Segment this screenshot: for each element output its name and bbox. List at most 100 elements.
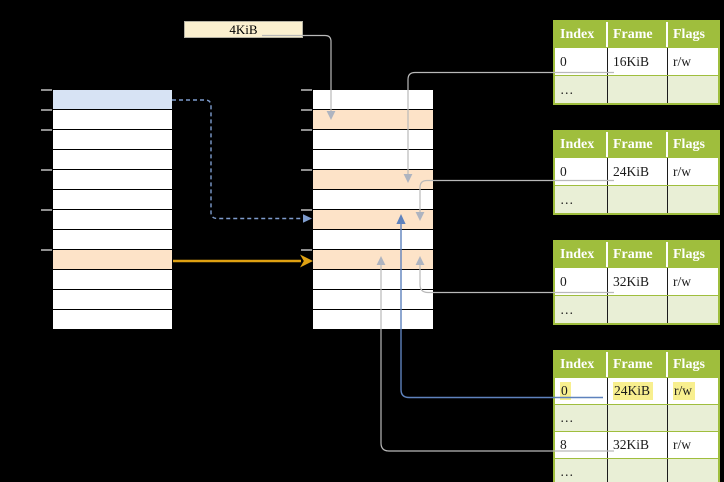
cell-text: 16KiB bbox=[613, 53, 650, 69]
address-tick bbox=[41, 249, 52, 251]
flags-cell: r/w bbox=[668, 432, 718, 458]
cell-text: r/w bbox=[673, 382, 695, 400]
column-header-index: Index bbox=[555, 22, 608, 47]
cell-text: … bbox=[560, 464, 574, 479]
flags-cell: r/w bbox=[668, 48, 718, 75]
cell-text: r/w bbox=[673, 437, 691, 452]
frame-cell bbox=[608, 459, 668, 482]
arrow-l1-row0-to-l2-dashed bbox=[172, 99, 312, 223]
index-cell: … bbox=[555, 405, 608, 431]
address-tick bbox=[301, 169, 312, 171]
column-header-index: Index bbox=[555, 242, 608, 267]
index-cell: 8 bbox=[555, 432, 608, 458]
cell-text: … bbox=[560, 191, 574, 207]
address-tick bbox=[41, 169, 52, 171]
arrow-table4-row8-to-l2 bbox=[376, 256, 614, 452]
cell-text: 0 bbox=[560, 53, 567, 69]
cell-text: 0 bbox=[560, 273, 567, 289]
page-table-level-2-row-9 bbox=[313, 270, 433, 290]
cell-text: 24KiB bbox=[613, 382, 654, 400]
frame-table-4-row-3: … bbox=[555, 458, 718, 482]
flags-cell: r/w bbox=[668, 158, 718, 185]
frame-table-2-row-1: … bbox=[555, 185, 718, 213]
column-header-index: Index bbox=[555, 132, 608, 157]
address-tick bbox=[301, 89, 312, 91]
frame-cell: 24KiB bbox=[608, 158, 668, 185]
flags-cell: r/w bbox=[668, 268, 718, 295]
page-table-level-1-row-10 bbox=[53, 290, 172, 310]
address-tick bbox=[301, 129, 312, 131]
page-table-level-2-row-11 bbox=[313, 310, 433, 330]
index-cell: … bbox=[555, 186, 608, 213]
index-cell: … bbox=[555, 76, 608, 103]
column-header-flags: Flags bbox=[673, 356, 705, 372]
index-cell: … bbox=[555, 296, 608, 323]
page-table-level-2-row-7 bbox=[313, 230, 433, 250]
cell-text: 0 bbox=[560, 163, 567, 179]
page-table-level-2 bbox=[313, 90, 433, 330]
page-table-level-1-row-8 bbox=[53, 250, 172, 270]
arrow-table1-to-l2 bbox=[403, 71, 614, 183]
page-size-text: 4KiB bbox=[229, 21, 258, 37]
column-header-frame: Frame bbox=[608, 242, 668, 267]
page-table-level-2-row-5 bbox=[313, 190, 433, 210]
index-cell: … bbox=[555, 459, 608, 482]
index-cell: 0 bbox=[555, 378, 608, 404]
address-tick bbox=[301, 209, 312, 211]
cell-text: … bbox=[560, 81, 574, 97]
page-table-level-1-row-0 bbox=[53, 90, 172, 110]
cell-text: 0 bbox=[560, 382, 571, 400]
cell-text: r/w bbox=[673, 53, 691, 69]
arrow-size-to-l2 bbox=[262, 34, 336, 120]
page-table-level-2-row-3 bbox=[313, 150, 433, 170]
index-cell: 0 bbox=[555, 48, 608, 75]
address-tick bbox=[301, 249, 312, 251]
frame-table-4-row-1: … bbox=[555, 404, 718, 431]
frame-cell bbox=[608, 405, 668, 431]
address-tick bbox=[41, 209, 52, 211]
page-table-level-2-row-0 bbox=[313, 90, 433, 110]
column-header-flags: Flags bbox=[673, 246, 705, 262]
column-header-frame: Frame bbox=[608, 132, 668, 157]
page-table-level-2-row-4 bbox=[313, 170, 433, 190]
address-tick bbox=[301, 109, 312, 111]
frame-table-3-row-1: … bbox=[555, 295, 718, 323]
cell-text: r/w bbox=[673, 163, 691, 179]
frame-cell bbox=[608, 76, 668, 103]
frame-cell: 32KiB bbox=[608, 268, 668, 295]
cell-text: 24KiB bbox=[613, 163, 650, 179]
flags-cell: r/w bbox=[668, 378, 718, 404]
frame-cell: 16KiB bbox=[608, 48, 668, 75]
page-table-level-1-row-11 bbox=[53, 310, 172, 330]
page-size-label: 4KiB bbox=[184, 21, 303, 38]
frame-cell bbox=[608, 186, 668, 213]
page-table-level-2-row-1 bbox=[313, 110, 433, 130]
page-table-level-1 bbox=[53, 90, 172, 330]
page-table-level-1-row-4 bbox=[53, 170, 172, 190]
arrow-table4-row0-to-l2 bbox=[396, 214, 603, 399]
index-cell: 0 bbox=[555, 158, 608, 185]
arrow-table2-to-l2 bbox=[415, 179, 614, 221]
index-cell: 0 bbox=[555, 268, 608, 295]
address-tick bbox=[41, 89, 52, 91]
arrow-table3-to-l2 bbox=[415, 256, 614, 294]
cell-text: … bbox=[560, 301, 574, 317]
frame-cell: 32KiB bbox=[608, 432, 668, 458]
page-table-level-1-row-6 bbox=[53, 210, 172, 230]
arrow-l1-row8-to-l2-gold bbox=[173, 254, 313, 268]
page-table-level-1-row-1 bbox=[53, 110, 172, 130]
page-table-level-1-row-3 bbox=[53, 150, 172, 170]
column-header-index: Index bbox=[555, 352, 608, 377]
page-table-level-1-row-2 bbox=[53, 130, 172, 150]
column-header-frame: Frame bbox=[608, 352, 668, 377]
frame-cell bbox=[608, 296, 668, 323]
address-tick bbox=[41, 129, 52, 131]
